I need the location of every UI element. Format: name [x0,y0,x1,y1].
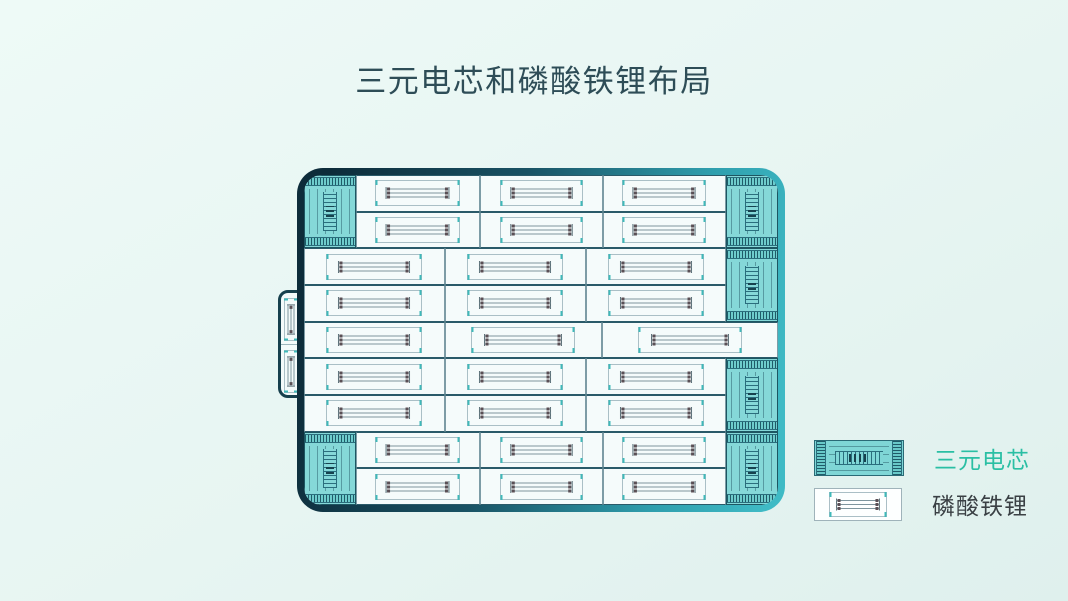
legend: 三元电芯 磷酸铁锂 [814,440,1030,532]
cell-body [829,445,889,471]
connector-cell [284,350,298,393]
lfp-cell [304,358,445,395]
legend-label-ternary: 三元电芯 [934,448,1030,474]
lfp-cell [444,321,602,359]
ternary-cell [304,175,356,249]
cell-ladder [835,451,883,465]
cell-terminal-rib [892,441,902,475]
battery-pack-outline [297,168,785,512]
lfp-cell [480,175,603,212]
lfp-cell [585,248,727,285]
cell-terminal-rib [816,441,826,475]
ternary-cell-icon [814,440,904,476]
lfp-cell [355,468,481,505]
lfp-cell [480,211,603,249]
battery-pack-layout [304,175,778,505]
lfp-cell [444,285,586,322]
lfp-cell [480,468,603,505]
connector-divider [281,344,309,345]
lfp-cell [480,431,603,469]
legend-item-ternary: 三元电芯 [814,440,1030,476]
lfp-cell [601,321,778,359]
lfp-cell [355,175,481,212]
ternary-cell [726,431,778,505]
lfp-cell [602,175,727,212]
legend-label-lfp: 磷酸铁锂 [932,494,1028,520]
lfp-cell-icon [814,487,902,521]
lfp-cell [355,211,481,249]
lfp-cell [602,431,727,469]
lfp-cell [304,395,445,432]
ternary-cell [726,175,778,249]
lfp-cell [304,248,445,285]
ternary-cell [304,431,356,505]
page-title: 三元电芯和磷酸铁锂布局 [355,64,713,100]
lfp-cell [602,211,727,249]
legend-item-lfp: 磷酸铁锂 [814,487,1030,521]
lfp-cell [585,395,727,432]
lfp-cell [355,431,481,469]
lfp-cell [585,358,727,395]
lfp-cell [444,395,586,432]
ternary-cell [726,358,778,432]
connector-cell [284,298,298,341]
lfp-cell [304,321,445,359]
lfp-cell [444,248,586,285]
lfp-cell [602,468,727,505]
lfp-cell [444,358,586,395]
lfp-cell [304,285,445,322]
ternary-cell [726,248,778,322]
lfp-cell [585,285,727,322]
